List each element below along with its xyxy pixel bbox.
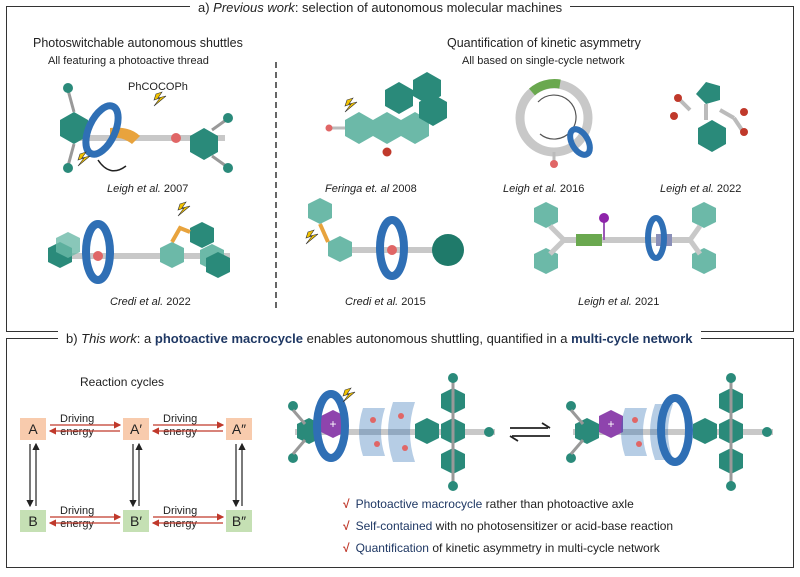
caption-leigh-2016: Leigh et al. 2016 [503, 183, 585, 195]
molecule-this-work-state-1: + [288, 373, 495, 491]
feature-item: √Self-contained with no photosensitizer … [343, 519, 674, 533]
caption-feringa-2008: Feringa et. al 2008 [325, 183, 417, 195]
caption-leigh-2007: Leigh et al. 2007 [107, 183, 189, 195]
feature-item: √Quantification of kinetic asymmetry in … [343, 541, 660, 555]
reaction-network-arrows [26, 421, 246, 527]
molecule-this-work-state-2: + [566, 373, 773, 491]
cationic-site-label: + [329, 417, 336, 431]
dashed-divider [275, 62, 277, 312]
cationic-site-label: + [607, 417, 614, 431]
molecule-leigh-2022 [670, 82, 748, 152]
feature-item: √Photoactive macrocycle rather than phot… [343, 497, 634, 511]
left-heading: Photoswitchable autonomous shuttles [33, 36, 243, 50]
caption-leigh-2022: Leigh et al. 2022 [660, 183, 742, 195]
molecule-feringa-2008 [325, 72, 447, 157]
right-subheading: All based on single-cycle network [462, 55, 625, 67]
caption-leigh-2021: Leigh et al. 2021 [578, 296, 660, 308]
panel-a-title: a) Previous work: selection of autonomou… [190, 0, 571, 15]
equilibrium-arrow [509, 422, 551, 442]
state-A-prime: A′ [123, 418, 149, 440]
molecule-credi-2022 [48, 201, 230, 284]
panel-b-title: b) This work: a photoactive macrocycle e… [58, 331, 701, 346]
molecule-leigh-2021 [534, 202, 716, 274]
caption-credi-2015: Credi et al. 2015 [345, 296, 426, 308]
molecule-leigh-2016 [515, 79, 593, 168]
left-subheading: All featuring a photoactive thread [48, 55, 209, 67]
reaction-cycles-heading: Reaction cycles [80, 375, 165, 389]
caption-credi-2022: Credi et al. 2022 [110, 296, 191, 308]
state-B-double-prime: B″ [226, 510, 252, 532]
state-B: B [20, 510, 46, 532]
right-heading: Quantification of kinetic asymmetry [447, 36, 641, 50]
state-A: A [20, 418, 46, 440]
state-B-prime: B′ [123, 510, 149, 532]
molecule-leigh-2007 [60, 83, 233, 173]
reagent-label: PhCOCOPh [128, 81, 188, 93]
state-A-double-prime: A″ [226, 418, 252, 440]
molecule-credi-2015 [305, 198, 464, 280]
